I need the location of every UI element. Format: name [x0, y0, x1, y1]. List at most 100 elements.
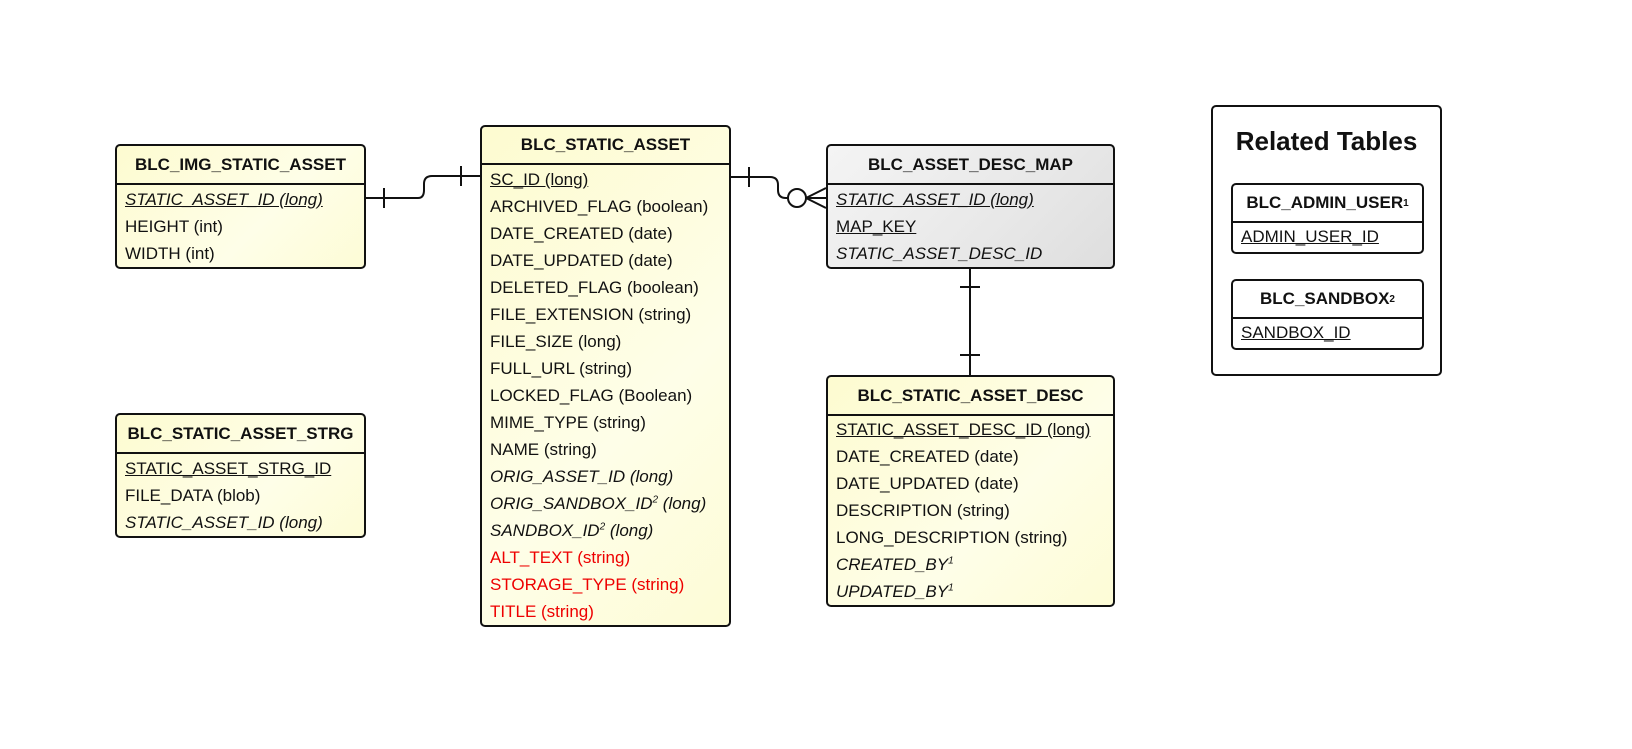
footnote-marker: 1: [1403, 197, 1409, 209]
entity-blc-static-asset-desc[interactable]: BLC_STATIC_ASSET_DESC STATIC_ASSET_DESC_…: [826, 375, 1115, 607]
field-row: NAME (string): [490, 436, 729, 463]
field-name: STATIC_ASSET_STRG_ID: [125, 459, 332, 478]
field-row: TITLE (string): [490, 598, 729, 625]
entity-title: BLC_ASSET_DESC_MAP: [828, 146, 1113, 185]
field-name: FILE_SIZE (long): [490, 332, 622, 351]
field-name: DATE_CREATED (date): [836, 447, 1019, 466]
field-name: STATIC_ASSET_ID (long): [125, 190, 323, 209]
field-name: DATE_UPDATED (date): [490, 251, 673, 270]
field-row: MIME_TYPE (string): [490, 409, 729, 436]
field-name: NAME (string): [490, 440, 597, 459]
footnote-marker: 2: [599, 521, 606, 533]
field-name: SANDBOX_ID: [490, 521, 600, 540]
field-name: DATE_CREATED (date): [490, 224, 673, 243]
field-name: STATIC_ASSET_ID (long): [125, 513, 323, 532]
field-row: LONG_DESCRIPTION (string): [836, 524, 1113, 551]
field-row: DESCRIPTION (string): [836, 497, 1113, 524]
field-row: ORIG_SANDBOX_ID2 (long): [490, 490, 729, 517]
entity-blc-img-static-asset[interactable]: BLC_IMG_STATIC_ASSET STATIC_ASSET_ID (lo…: [115, 144, 366, 269]
field-row: MAP_KEY: [836, 213, 1113, 240]
field-row: DATE_CREATED (date): [836, 443, 1113, 470]
relationship-static-asset-to-desc-map: [730, 176, 788, 199]
field-name: ALT_TEXT (string): [490, 548, 631, 567]
field-row: LOCKED_FLAG (Boolean): [490, 382, 729, 409]
field-row: HEIGHT (int): [125, 213, 364, 240]
field-row: STATIC_ASSET_DESC_ID (long): [836, 416, 1113, 443]
field-row: STATIC_ASSET_ID (long): [836, 186, 1113, 213]
field-name: TITLE (string): [490, 602, 594, 621]
field-name: FILE_EXTENSION (string): [490, 305, 692, 324]
field-name: STATIC_ASSET_DESC_ID: [836, 244, 1043, 263]
field-row: CREATED_BY1: [836, 551, 1113, 578]
field-row: FULL_URL (string): [490, 355, 729, 382]
footnote-marker: 2: [1389, 293, 1395, 305]
field-row: DATE_UPDATED (date): [490, 247, 729, 274]
field-name: ORIG_SANDBOX_ID: [490, 494, 653, 513]
footnote-marker: 1: [948, 582, 954, 594]
entity-blc-asset-desc-map[interactable]: BLC_ASSET_DESC_MAP STATIC_ASSET_ID (long…: [826, 144, 1115, 269]
field-name: LONG_DESCRIPTION (string): [836, 528, 1068, 547]
entity-title: BLC_STATIC_ASSET_DESC: [828, 377, 1113, 416]
field-row: DATE_CREATED (date): [490, 220, 729, 247]
related-table-field: SANDBOX_ID: [1241, 323, 1351, 342]
footnote-marker: 2: [652, 494, 659, 506]
field-list: STATIC_ASSET_DESC_ID (long) DATE_CREATED …: [828, 416, 1113, 605]
field-name: MIME_TYPE (string): [490, 413, 646, 432]
field-row: SANDBOX_ID2 (long): [490, 517, 729, 544]
field-name: UPDATED_BY: [836, 582, 949, 601]
field-name: STORAGE_TYPE (string): [490, 575, 685, 594]
entity-title: BLC_STATIC_ASSET: [482, 127, 729, 165]
field-row: DELETED_FLAG (boolean): [490, 274, 729, 301]
related-tables-title: Related Tables: [1235, 126, 1418, 156]
field-type: (long): [658, 494, 707, 513]
field-row: ALT_TEXT (string): [490, 544, 729, 571]
field-row: ARCHIVED_FLAG (boolean): [490, 193, 729, 220]
related-table-field: ADMIN_USER_ID: [1241, 227, 1379, 246]
field-row: FILE_EXTENSION (string): [490, 301, 729, 328]
footnote-marker: 1: [948, 555, 954, 567]
entity-blc-static-asset[interactable]: BLC_STATIC_ASSET SC_ID (long) ARCHIVED_FL…: [480, 125, 731, 627]
entity-title: BLC_STATIC_ASSET_STRG: [117, 415, 364, 454]
field-row: STATIC_ASSET_ID (long): [125, 186, 364, 213]
field-row: FILE_SIZE (long): [490, 328, 729, 355]
field-row: ORIG_ASSET_ID (long): [490, 463, 729, 490]
related-table-name: BLC_SANDBOX: [1260, 289, 1390, 308]
field-type: (long): [605, 521, 654, 540]
field-row: SC_ID (long): [490, 166, 729, 193]
field-row: STATIC_ASSET_ID (long): [125, 509, 364, 536]
entity-blc-static-asset-strg[interactable]: BLC_STATIC_ASSET_STRG STATIC_ASSET_STRG_…: [115, 413, 366, 538]
field-row: STATIC_ASSET_DESC_ID: [836, 240, 1113, 267]
field-list: STATIC_ASSET_ID (long) HEIGHT (int) WIDTH …: [117, 185, 364, 267]
field-row: DATE_UPDATED (date): [836, 470, 1113, 497]
field-name: LOCKED_FLAG (Boolean): [490, 386, 693, 405]
field-name: DATE_UPDATED (date): [836, 474, 1019, 493]
field-row: STATIC_ASSET_STRG_ID: [125, 455, 364, 482]
related-table-name: BLC_ADMIN_USER: [1246, 193, 1404, 212]
many-crowsfoot-marker: [805, 187, 827, 209]
field-name: FULL_URL (string): [490, 359, 633, 378]
field-row: FILE_DATA (blob): [125, 482, 364, 509]
field-name: ORIG_ASSET_ID (long): [490, 467, 674, 486]
field-name: DESCRIPTION (string): [836, 501, 1010, 520]
field-name: FILE_DATA (blob): [125, 486, 261, 505]
field-name: HEIGHT (int): [125, 217, 223, 236]
field-row: STORAGE_TYPE (string): [490, 571, 729, 598]
field-list: STATIC_ASSET_ID (long) MAP_KEY STATIC_ASSE…: [828, 185, 1113, 267]
field-name: WIDTH (int): [125, 244, 215, 263]
zero-marker: [787, 188, 807, 208]
field-name: STATIC_ASSET_DESC_ID (long): [836, 420, 1091, 439]
field-name: STATIC_ASSET_ID (long): [836, 190, 1034, 209]
relationship-img-to-static-asset: [365, 175, 481, 199]
field-name: DELETED_FLAG (boolean): [490, 278, 699, 297]
field-row: UPDATED_BY1: [836, 578, 1113, 605]
field-name: MAP_KEY: [836, 217, 917, 236]
field-name: CREATED_BY: [836, 555, 949, 574]
field-list: STATIC_ASSET_STRG_ID FILE_DATA (blob) STAT…: [117, 454, 364, 536]
field-name: ARCHIVED_FLAG (boolean): [490, 197, 709, 216]
field-list: SC_ID (long) ARCHIVED_FLAG (boolean) DATE_…: [482, 165, 729, 625]
